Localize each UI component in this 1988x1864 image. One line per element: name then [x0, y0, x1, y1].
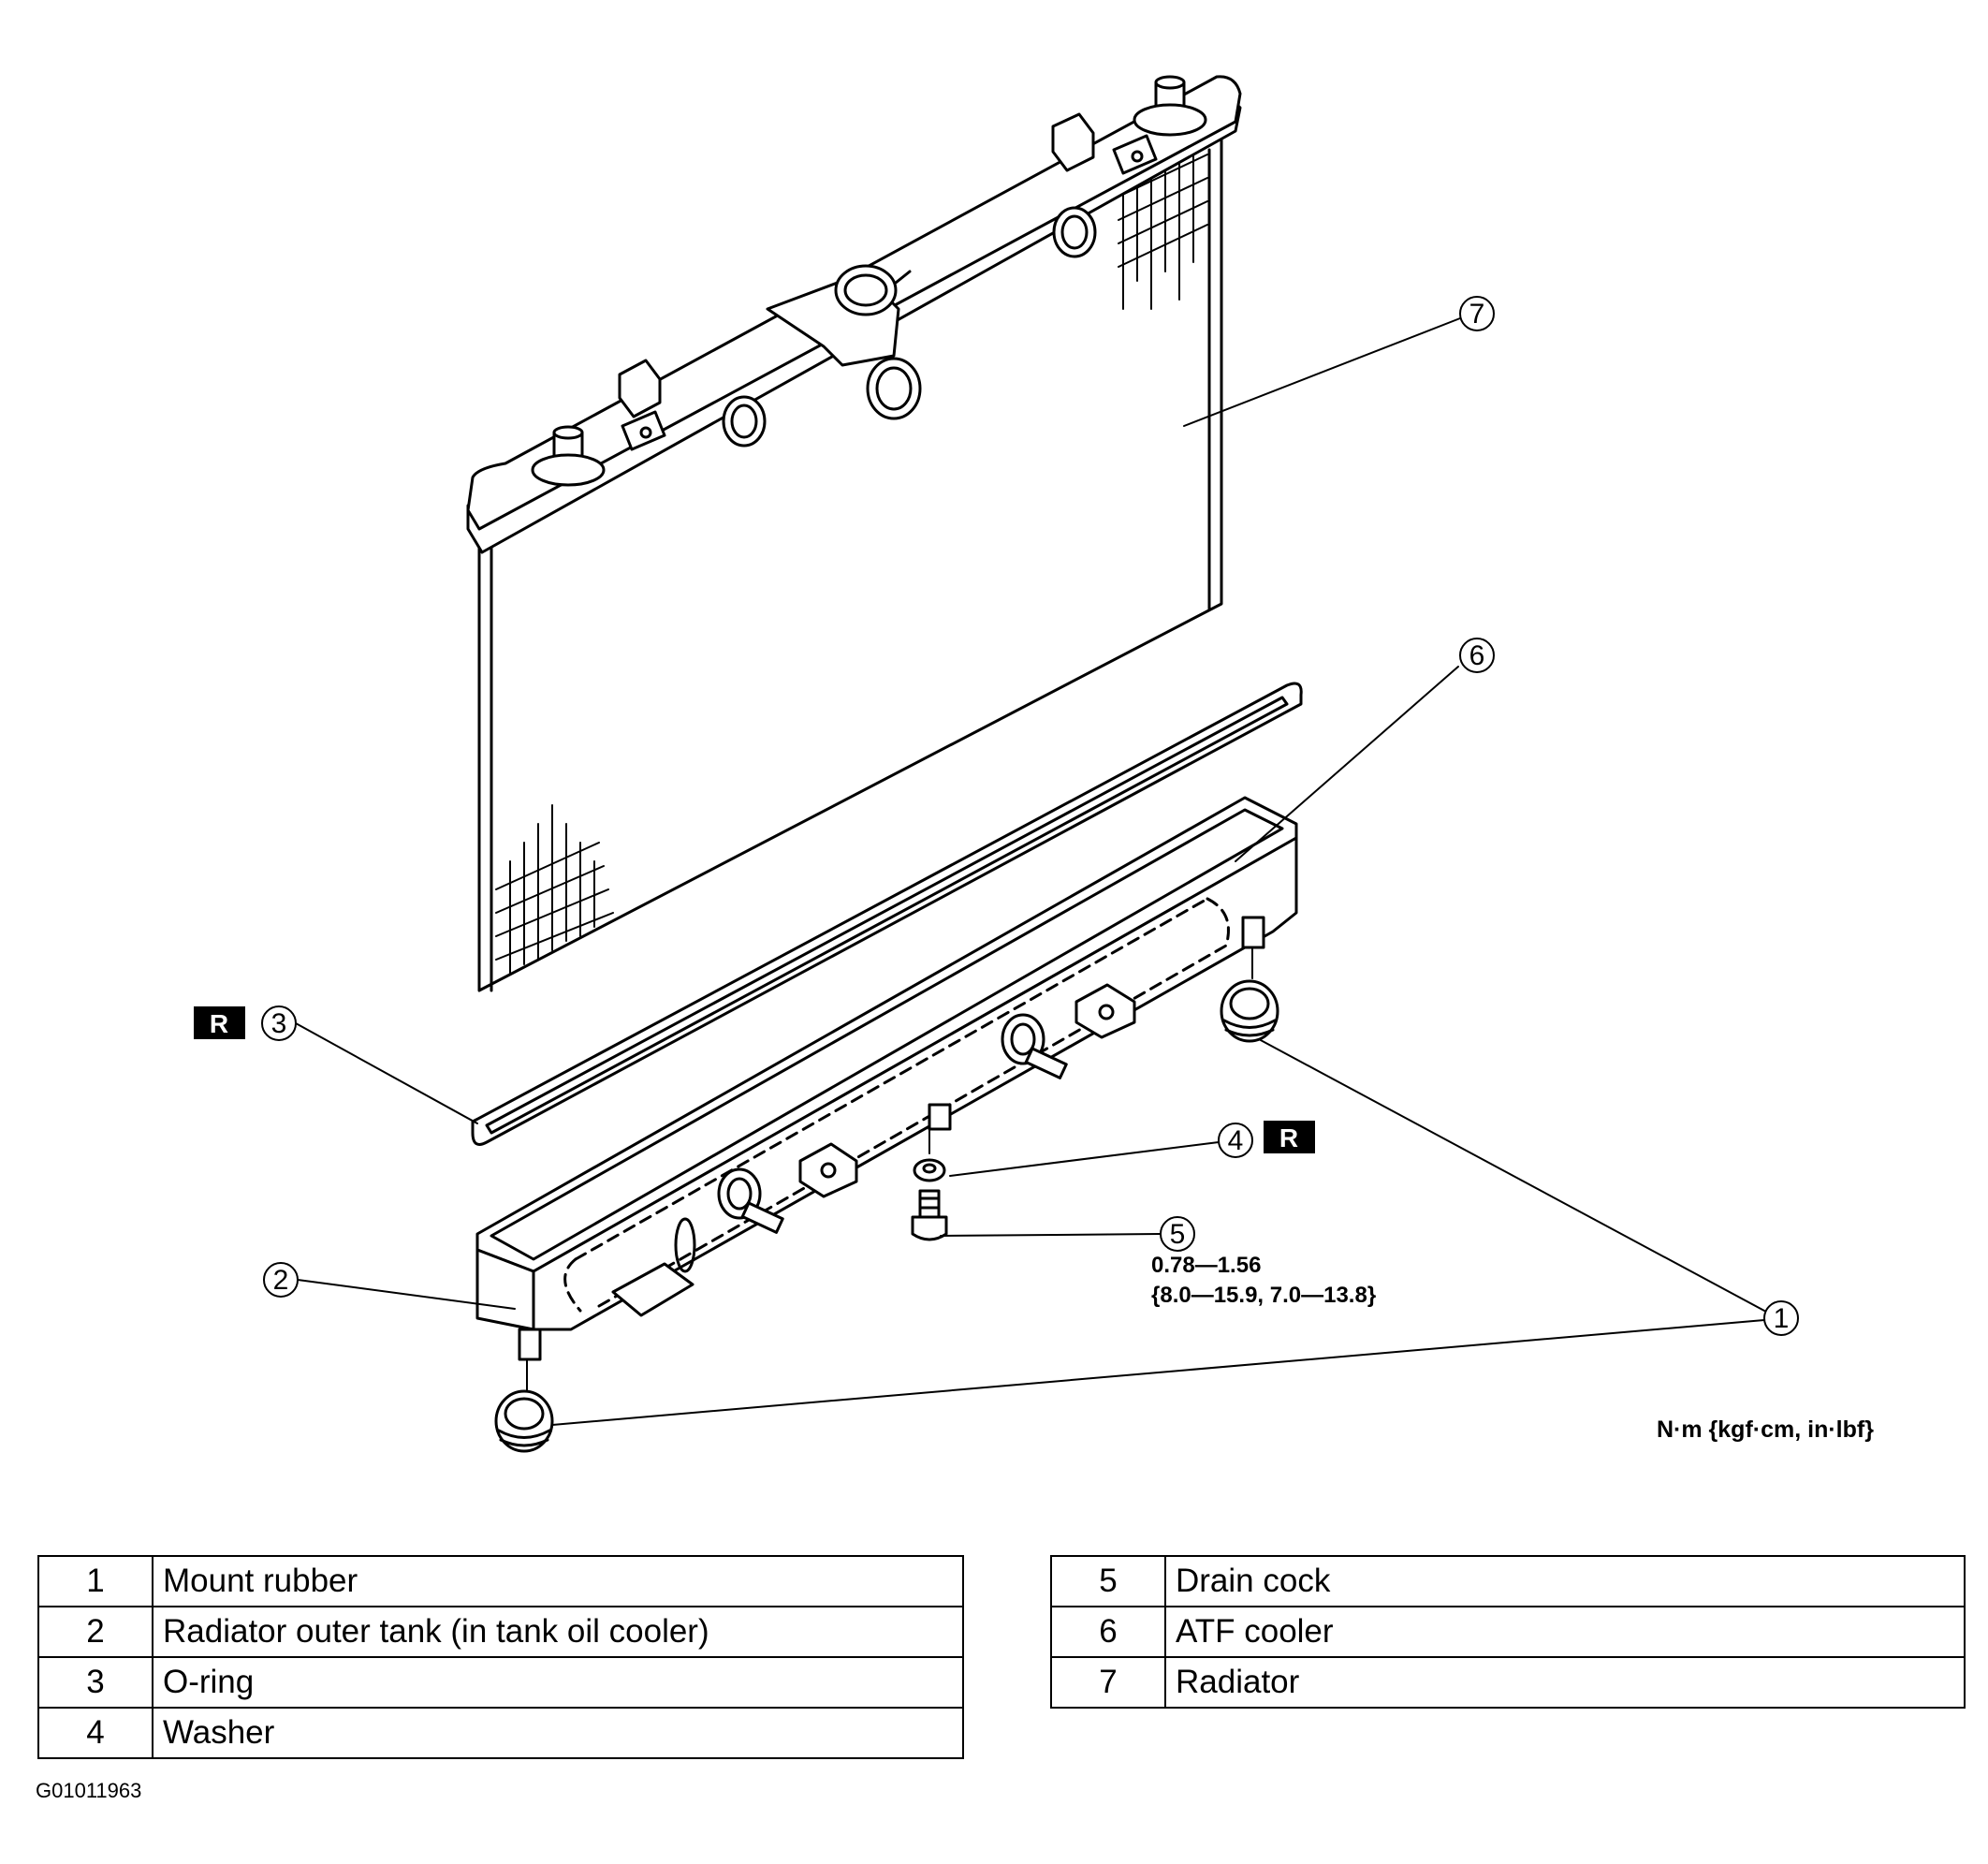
part-name: Radiator [1164, 1656, 1966, 1709]
callout-3: 3 [271, 1008, 287, 1039]
table-row: 5 Drain cock [1050, 1555, 1966, 1607]
replace-badge-o-ring: R [194, 1006, 245, 1039]
callout-4: 4 [1228, 1125, 1244, 1156]
table-row: 1 Mount rubber [37, 1555, 964, 1607]
svg-text:R: R [1279, 1123, 1298, 1152]
part-name: ATF cooler [1164, 1606, 1966, 1658]
part-number: 2 [37, 1606, 153, 1658]
part-number: 1 [37, 1555, 153, 1607]
part-number: 4 [37, 1707, 153, 1759]
part-number: 7 [1050, 1656, 1166, 1709]
part-number: 3 [37, 1656, 153, 1709]
replace-badge-washer: R [1264, 1121, 1315, 1153]
callout-1: 1 [1774, 1303, 1790, 1334]
o-ring [471, 682, 1303, 1146]
part-number: 5 [1050, 1555, 1166, 1607]
callout-7: 7 [1469, 299, 1485, 330]
torque-line-1: 0.78—1.56 [1151, 1253, 1262, 1278]
washer [913, 1128, 946, 1182]
leader-lines [295, 317, 1765, 1426]
part-name: Drain cock [1164, 1555, 1966, 1607]
parts-table-left: 1 Mount rubber 2 Radiator outer tank (in… [37, 1555, 964, 1759]
part-name: Mount rubber [152, 1555, 964, 1607]
figure-id: G01011963 [36, 1779, 142, 1802]
callout-6: 6 [1469, 640, 1485, 671]
drain-cock-torque: 0.78—1.56 {8.0—15.9, 7.0—13.8} [1151, 1251, 1376, 1311]
table-row: 7 Radiator [1050, 1656, 1966, 1709]
torque-line-2: {8.0—15.9, 7.0—13.8} [1151, 1283, 1377, 1308]
table-row: 4 Washer [37, 1707, 964, 1759]
torque-units: N·m {kgf·cm, in·lbf} [1657, 1416, 1874, 1443]
table-row: 6 ATF cooler [1050, 1606, 1966, 1658]
part-number: 6 [1050, 1606, 1166, 1658]
drain-cock [911, 1189, 948, 1241]
mount-rubber-right [1220, 947, 1279, 1043]
table-row: 3 O-ring [37, 1656, 964, 1709]
part-name: Radiator outer tank (in tank oil cooler) [152, 1606, 964, 1658]
svg-text:R: R [210, 1009, 228, 1038]
radiator-outer-tank [475, 796, 1298, 1361]
exploded-diagram: 7 6 3 4 5 2 1 R R [194, 75, 1799, 1453]
callout-5: 5 [1170, 1219, 1186, 1250]
mount-rubber-left [494, 1358, 554, 1453]
table-row: 2 Radiator outer tank (in tank oil coole… [37, 1606, 964, 1658]
radiator [466, 75, 1242, 992]
callout-2: 2 [273, 1265, 289, 1296]
part-name: Washer [152, 1707, 964, 1759]
part-name: O-ring [152, 1656, 964, 1709]
parts-table-right: 5 Drain cock 6 ATF cooler 7 Radiator [1050, 1555, 1966, 1709]
